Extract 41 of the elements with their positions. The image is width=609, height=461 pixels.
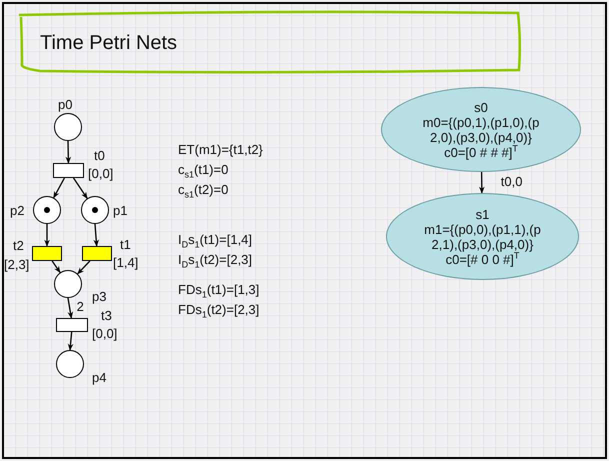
- place-label: p4: [92, 370, 106, 385]
- arrow: [77, 260, 90, 274]
- arrow: [52, 260, 61, 274]
- arrow: [67, 298, 74, 319]
- arrow: [479, 172, 485, 194]
- transition-label: t3: [101, 308, 112, 323]
- place-label: p3: [92, 289, 106, 304]
- formula-text: I$_{D}$s$_{1}$(t1)=[1,4]: [178, 232, 252, 247]
- transition-label: t1: [120, 237, 131, 252]
- edge-label: 2: [76, 299, 85, 314]
- arrow: [93, 224, 99, 247]
- formula-text: c$_{s1}$(t1)=0: [178, 162, 228, 177]
- arrow: [53, 178, 65, 198]
- slide-title: Time Petri Nets: [40, 31, 178, 55]
- edge-label: t0,0: [500, 174, 524, 188]
- time-interval: [0,0]: [88, 166, 114, 181]
- state-name: s0: [474, 100, 488, 114]
- transition-bar: [32, 246, 62, 261]
- state-name: s1: [476, 206, 490, 222]
- transition-bar: [56, 318, 88, 332]
- place-label: p2: [10, 203, 24, 218]
- transition-label: t0: [94, 148, 105, 163]
- transition-bar: [82, 246, 112, 261]
- formula-text: FDs$_{1}$(t2)=[2,3]: [178, 302, 260, 317]
- time-interval: [2,3]: [4, 257, 30, 272]
- arrow: [44, 224, 50, 247]
- state-text: c0=[# 0 0 #]$^{T}$: [446, 252, 520, 266]
- place-label: p1: [113, 203, 128, 218]
- formula-text: ET(m1)={t1,t2}: [178, 142, 263, 157]
- arrow: [66, 140, 72, 164]
- formula-text: FDs$_{1}$(t1)=[1,3]: [178, 282, 260, 297]
- time-interval: [0,0]: [92, 326, 118, 341]
- state-text: c0=[0 # # #]$^{T}$: [444, 144, 518, 160]
- transition-bar: [53, 163, 84, 178]
- arrow: [68, 332, 74, 351]
- transition-label: t2: [13, 238, 24, 253]
- formula-text: c$_{s1}$(t2)=0: [178, 182, 228, 197]
- time-interval: [1,4]: [113, 255, 138, 270]
- formula-text: I$_{D}$s$_{1}$(t2)=[2,3]: [178, 252, 252, 267]
- place-label: p0: [58, 97, 72, 112]
- arrow: [73, 178, 88, 199]
